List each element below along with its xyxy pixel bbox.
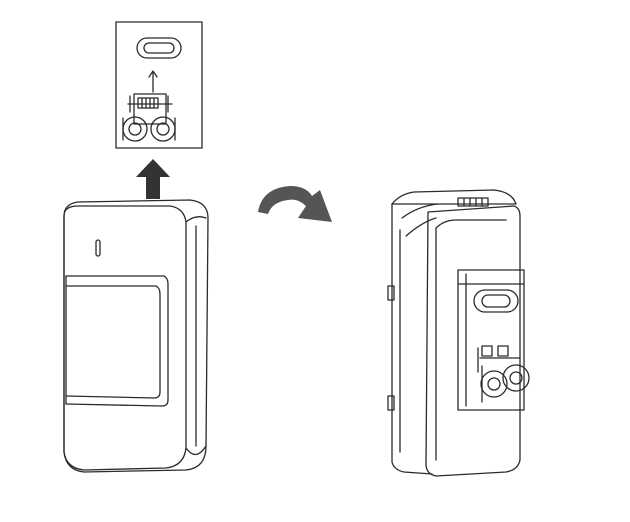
mounting-bracket-icon: [115, 21, 203, 149]
pir-sensor-rear-icon: [387, 189, 530, 477]
curved-arrow-icon: [258, 186, 332, 222]
pir-sensor-front-icon: [63, 199, 209, 473]
arrow-up-icon: [136, 159, 170, 199]
